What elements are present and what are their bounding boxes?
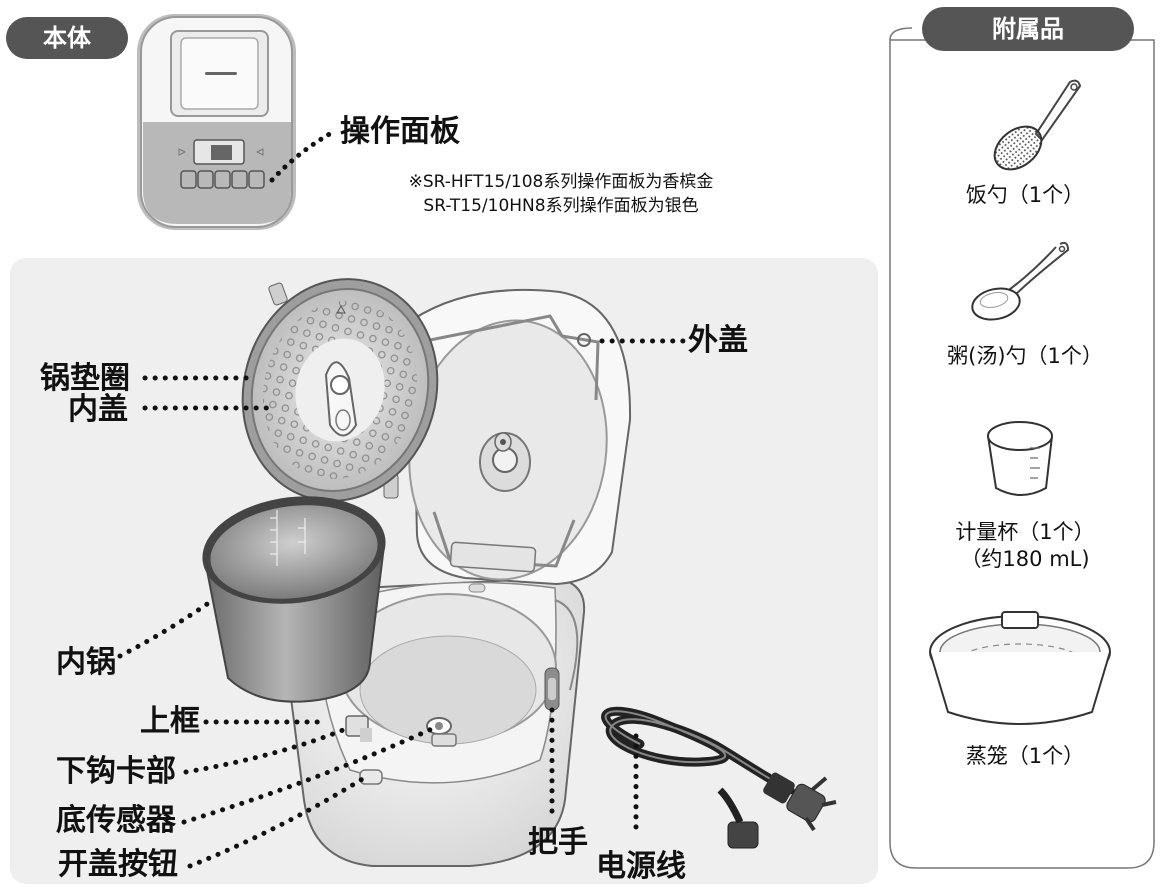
upper-frame-label: 上框 <box>140 704 200 739</box>
accessory-item-measuring-cup: 计量杯（1个） <box>955 520 1095 544</box>
bottom-sensor-label: 底传感器 <box>56 803 176 838</box>
power-cord-connector <box>727 821 759 849</box>
panel-buttons <box>180 170 265 189</box>
handle-label: 把手 <box>528 825 588 860</box>
accessory-item-measuring-cup-volume: （约180 mL) <box>960 547 1090 571</box>
rice-paddle-icon <box>993 79 1082 171</box>
leader-inner-pot <box>117 599 213 659</box>
power-cord-label: 电源线 <box>596 849 686 884</box>
operation-panel-area <box>143 122 291 224</box>
accessory-item-soup-ladle: 粥(汤)勺（1个） <box>947 344 1103 368</box>
steamer-basket-icon <box>929 611 1111 725</box>
soup-ladle-icon <box>971 241 1070 321</box>
accessories-title: 附属品 <box>922 7 1134 51</box>
leader-open-button <box>187 775 367 869</box>
measuring-cup-icon <box>987 421 1053 496</box>
open-lid-button <box>359 769 383 785</box>
panel-note-line-2: SR-T15/10HN8系列操作面板为银色 <box>423 196 699 216</box>
inner-pot-label: 内锅 <box>56 645 116 680</box>
accessories-list: 饭勺（1个） 粥(汤)勺（1个） 计量杯（1个） （约180 mL) 蒸笼（1个… <box>890 0 1160 888</box>
inner-pot <box>202 496 386 703</box>
operation-panel-label: 操作面板 <box>340 114 460 149</box>
pot-gasket-label: 锅垫圈 <box>40 361 130 396</box>
outer-lid <box>408 288 632 586</box>
outer-lid-label: 外盖 <box>688 323 748 358</box>
accessory-item-rice-paddle: 饭勺（1个） <box>965 183 1085 207</box>
inner-lid-label: 内盖 <box>68 392 128 427</box>
leader-lower-hook <box>183 725 351 775</box>
cooker-top-view <box>137 14 296 230</box>
lower-hook-label: 下钩卡部 <box>56 754 176 789</box>
open-button-label: 开盖按钮 <box>58 847 178 882</box>
accessory-item-steamer: 蒸笼（1个） <box>965 744 1085 768</box>
inner-lid <box>241 278 439 502</box>
panel-note-line-1: ※SR-HFT15/108系列操作面板为香槟金 <box>408 172 714 192</box>
main-unit-badge: 本体 <box>6 17 128 59</box>
leader-panel <box>269 128 338 183</box>
panel-color-note: ※SR-HFT15/108系列操作面板为香槟金 SR-T15/10HN8系列操作… <box>346 170 776 218</box>
power-cord <box>601 706 837 849</box>
